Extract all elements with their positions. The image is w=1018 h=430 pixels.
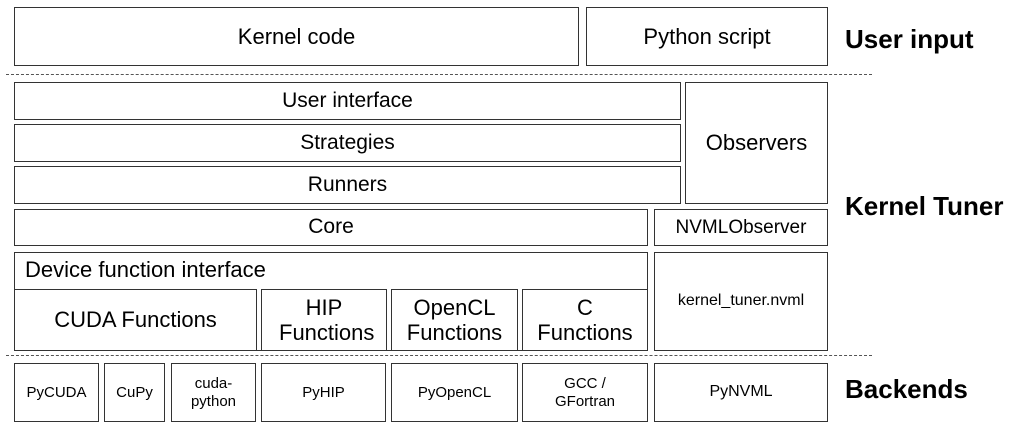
- pyhip-box: PyHIP: [261, 363, 386, 422]
- user-interface-box: User interface: [14, 82, 681, 120]
- c-functions-box: C Functions: [522, 289, 648, 351]
- opencl-functions-box: OpenCL Functions: [391, 289, 518, 351]
- strategies-box: Strategies: [14, 124, 681, 162]
- hip-functions-label: HIP Functions: [279, 294, 375, 345]
- cupy-box: CuPy: [104, 363, 165, 422]
- pyhip-label: PyHIP: [302, 383, 345, 401]
- strategies-label: Strategies: [300, 130, 395, 154]
- gcc-gfortran-box: GCC / GFortran: [522, 363, 648, 422]
- core-label: Core: [308, 215, 354, 239]
- pycuda-box: PyCUDA: [14, 363, 99, 422]
- pynvml-box: PyNVML: [654, 363, 828, 422]
- kernel-code-label: Kernel code: [237, 23, 356, 49]
- layer-label-backends: Backends: [845, 374, 968, 404]
- layer-label-kernel-tuner: Kernel Tuner: [845, 191, 1004, 221]
- nvml-observer-box: NVMLObserver: [654, 209, 828, 246]
- divider-bottom: [6, 355, 872, 356]
- cuda-python-box: cuda-python: [171, 363, 256, 422]
- device-function-interface-label: Device function interface: [25, 257, 266, 282]
- user-interface-label: User interface: [282, 88, 413, 112]
- cupy-label: CuPy: [116, 383, 153, 401]
- pycuda-label: PyCUDA: [26, 383, 87, 401]
- python-script-label: Python script: [643, 23, 771, 49]
- pyopencl-label: PyOpenCL: [417, 383, 492, 401]
- core-box: Core: [14, 209, 648, 246]
- c-functions-label: C Functions: [537, 294, 633, 345]
- cuda-functions-box: CUDA Functions: [14, 289, 257, 351]
- pynvml-label: PyNVML: [709, 383, 773, 401]
- observers-box: Observers: [685, 82, 828, 204]
- runners-label: Runners: [307, 172, 388, 196]
- layer-label-user-input: User input: [845, 24, 974, 54]
- cuda-python-label: cuda-python: [190, 375, 237, 410]
- python-script-box: Python script: [586, 7, 828, 66]
- nvml-observer-label: NVMLObserver: [675, 216, 807, 238]
- pyopencl-box: PyOpenCL: [391, 363, 518, 422]
- observers-label: Observers: [705, 130, 808, 156]
- opencl-functions-label: OpenCL Functions: [406, 294, 503, 345]
- kernel-tuner-nvml-label: kernel_tuner.nvml: [677, 292, 805, 310]
- kernel-code-box: Kernel code: [14, 7, 579, 66]
- divider-top: [6, 74, 872, 75]
- kernel-tuner-nvml-box: kernel_tuner.nvml: [654, 252, 828, 351]
- hip-functions-box: HIP Functions: [261, 289, 387, 351]
- gcc-gfortran-label: GCC / GFortran: [554, 375, 615, 410]
- cuda-functions-label: CUDA Functions: [54, 307, 217, 333]
- runners-box: Runners: [14, 166, 681, 204]
